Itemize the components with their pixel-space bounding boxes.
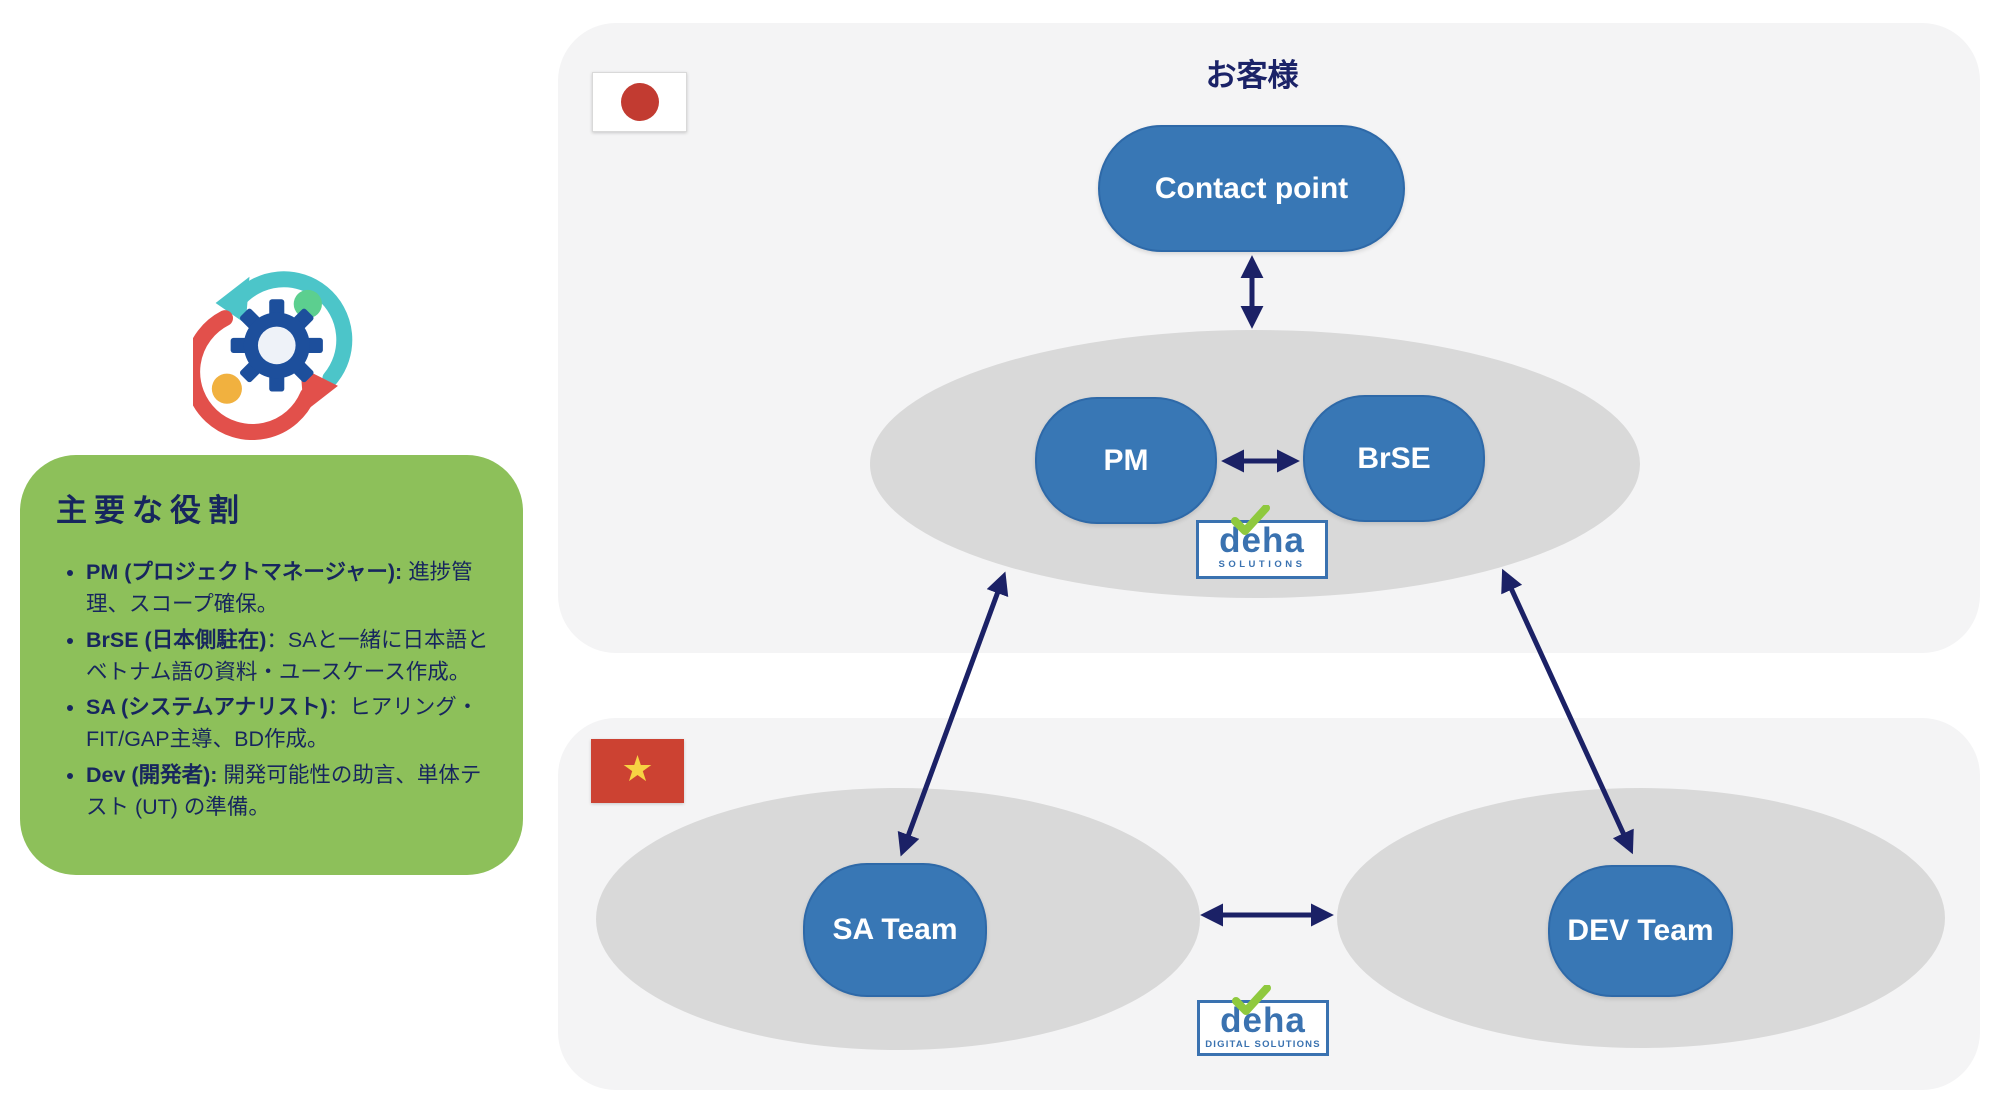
japan-flag-sun — [620, 83, 659, 121]
deha-logo-word: deha — [1220, 1001, 1306, 1040]
sa-team-node: SA Team — [803, 863, 987, 997]
pm-node: PM — [1035, 397, 1217, 524]
deha-logo-sub: SOLUTIONS — [1218, 559, 1306, 570]
dev-team-node: DEV Team — [1548, 865, 1733, 997]
contact-point-node: Contact point — [1098, 125, 1405, 252]
role-item-pm: PM (プロジェクトマネージャー): 進捗管理、スコープ確保。 — [86, 556, 489, 621]
roles-box: 主要な役割 PM (プロジェクトマネージャー): 進捗管理、スコープ確保。 Br… — [20, 455, 523, 875]
deha-solutions-logo: deha SOLUTIONS — [1196, 505, 1328, 579]
roles-title: 主要な役割 — [56, 493, 246, 528]
process-cycle-icon — [193, 271, 353, 440]
checkmark-icon — [1231, 505, 1270, 535]
brse-node: BrSE — [1303, 395, 1485, 522]
vietnam-flag-icon: ★ — [591, 739, 684, 803]
japan-flag-icon — [592, 72, 687, 132]
role-item-dev: Dev (開発者): 開発可能性の助言、単体テスト (UT) の準備。 — [86, 759, 489, 824]
roles-list: PM (プロジェクトマネージャー): 進捗管理、スコープ確保。 BrSE (日本… — [56, 556, 489, 823]
deha-logo-word: deha — [1219, 521, 1305, 560]
role-item-sa: SA (システムアナリスト)：ヒアリング・FIT/GAP主導、BD作成。 — [86, 691, 489, 756]
role-item-brse: BrSE (日本側駐在)：SAと一緒に日本語とベトナム語の資料・ユースケース作成… — [86, 624, 489, 689]
checkmark-icon — [1232, 985, 1271, 1015]
deha-logo-sub: DIGITAL SOLUTIONS — [1205, 1039, 1321, 1050]
customer-title: お客様 — [1205, 58, 1299, 93]
vietnam-flag-star: ★ — [621, 748, 654, 789]
deha-digital-solutions-logo: deha DIGITAL SOLUTIONS — [1197, 985, 1329, 1056]
